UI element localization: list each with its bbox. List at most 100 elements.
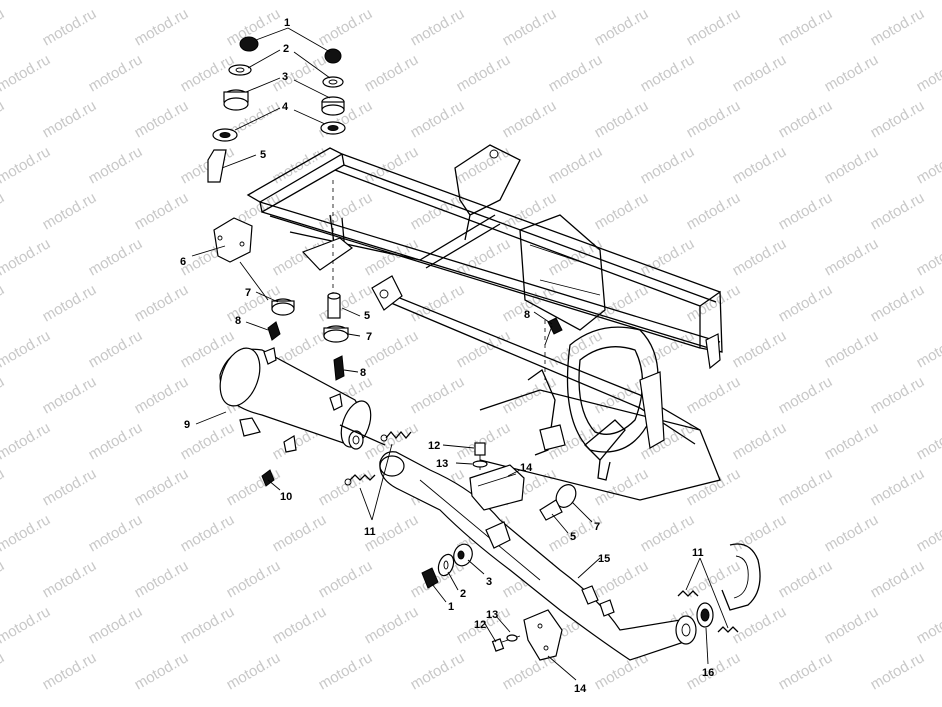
watermark-text: motod.ru xyxy=(638,143,698,187)
watermark-text: motod.ru xyxy=(914,143,942,187)
watermark-text: motod.ru xyxy=(914,419,942,463)
washer-13-lower xyxy=(506,634,518,642)
spacer-5-lower xyxy=(539,499,563,521)
callout-1: 1 xyxy=(284,17,290,29)
callout-8: 8 xyxy=(360,367,366,379)
watermark-text: motod.ru xyxy=(776,97,836,141)
watermark-text: motod.ru xyxy=(0,419,53,463)
spring-right-upper xyxy=(677,590,699,597)
watermark-text: motod.ru xyxy=(0,281,7,325)
watermark-text: motod.ru xyxy=(684,557,744,601)
watermark-text: motod.ru xyxy=(270,0,330,3)
callout-11: 11 xyxy=(364,526,376,538)
watermark-text: motod.ru xyxy=(132,649,192,693)
callout-labels: 1 2 3 4 5 6 7 8 5 7 8 8 9 10 11 12 13 14… xyxy=(180,17,714,695)
watermark-text: motod.ru xyxy=(40,465,100,509)
spring-right-lower xyxy=(717,626,739,633)
watermark-text: motod.ru xyxy=(86,143,146,187)
bracket-14-lower xyxy=(523,609,563,661)
leader-lines xyxy=(191,27,729,681)
watermark-text: motod.ru xyxy=(822,143,882,187)
watermark-text: motod.ru xyxy=(776,465,836,509)
watermark-text: motod.ru xyxy=(638,327,698,371)
muffler-bracket xyxy=(213,217,269,301)
watermark-text: motod.ru xyxy=(822,419,882,463)
watermark-text: motod.ru xyxy=(868,465,928,509)
watermark-text: motod.ru xyxy=(776,189,836,233)
watermark-text: motod.ru xyxy=(0,649,7,693)
watermark-text: motod.ru xyxy=(914,51,942,95)
watermark-text: motod.ru xyxy=(178,51,238,95)
watermark-text: motod.ru xyxy=(868,97,928,141)
watermark-text: motod.ru xyxy=(638,511,698,555)
grommet-7-lower xyxy=(555,484,577,508)
watermark-text: motod.ru xyxy=(730,143,790,187)
watermark-text: motod.ru xyxy=(316,189,376,233)
muffler xyxy=(219,347,386,487)
watermark-text: motod.ru xyxy=(362,51,422,95)
callout-13: 13 xyxy=(486,609,498,621)
upper-mount-stack-right xyxy=(320,48,346,135)
watermark-text: motod.ru xyxy=(86,327,146,371)
watermark-text: motod.ru xyxy=(454,0,514,3)
watermark-text: motod.ru xyxy=(822,511,882,555)
watermark-text: motod.ru xyxy=(224,557,284,601)
watermark-text: motod.ru xyxy=(914,235,942,279)
watermark-text: motod.ru xyxy=(822,51,882,95)
watermark-text: motod.ru xyxy=(822,603,882,647)
callout-16: 16 xyxy=(702,667,714,679)
watermark-text: motod.ru xyxy=(224,649,284,693)
head-pipe xyxy=(379,451,697,661)
watermark-text: motod.ru xyxy=(776,5,836,49)
callout-4: 4 xyxy=(282,101,289,113)
watermark-text: motod.ru xyxy=(0,373,7,417)
watermark-text: motod.ru xyxy=(178,511,238,555)
watermark-text: motod.ru xyxy=(546,143,606,187)
watermark-text: motod.ru xyxy=(132,5,192,49)
callout-3: 3 xyxy=(282,71,288,83)
callout-7: 7 xyxy=(594,521,600,533)
callout-7: 7 xyxy=(245,287,251,299)
watermark-text: motod.ru xyxy=(270,511,330,555)
watermark-text: motod.ru xyxy=(86,235,146,279)
washer-2-lower xyxy=(437,553,455,577)
watermark-text: motod.ru xyxy=(684,97,744,141)
watermark-text: motod.ru xyxy=(592,5,652,49)
watermark-text: motod.ru xyxy=(408,5,468,49)
watermark-text: motod.ru xyxy=(224,465,284,509)
watermark-text: motod.ru xyxy=(86,51,146,95)
watermark-text: motod.ru xyxy=(40,189,100,233)
watermark-text: motod.ru xyxy=(40,649,100,693)
watermark-text: motod.ru xyxy=(40,373,100,417)
watermark-text: motod.ru xyxy=(0,189,7,233)
watermark-text: motod.ru xyxy=(730,327,790,371)
callout-2: 2 xyxy=(283,43,289,55)
watermark-text: motod.ru xyxy=(730,0,790,3)
watermark-text: motod.ru xyxy=(868,5,928,49)
watermark-text: motod.ru xyxy=(868,281,928,325)
watermark-text: motod.ru xyxy=(132,97,192,141)
bolt-right xyxy=(544,317,563,346)
watermark-text: motod.ru xyxy=(40,557,100,601)
watermark-text: motod.ru xyxy=(638,51,698,95)
callout-8: 8 xyxy=(235,315,241,327)
callout-5: 5 xyxy=(260,149,266,161)
grommet-and-bolt-left xyxy=(267,298,295,341)
callout-8: 8 xyxy=(524,309,530,321)
watermark-text: motod.ru xyxy=(0,235,53,279)
watermark-text: motod.ru xyxy=(0,97,7,141)
watermark-text: motod.ru xyxy=(0,603,53,647)
watermark-text: motod.ru xyxy=(914,511,942,555)
spring-left-upper xyxy=(380,430,412,442)
frame xyxy=(246,144,723,501)
watermark-text: motod.ru xyxy=(316,5,376,49)
watermark-text: motod.ru xyxy=(730,419,790,463)
watermark-text: motod.ru xyxy=(868,557,928,601)
callout-7: 7 xyxy=(366,331,372,343)
watermark-text: motod.ru xyxy=(362,0,422,3)
watermark-text: motod.ru xyxy=(362,143,422,187)
watermark-text: motod.ru xyxy=(0,465,7,509)
washer-13-upper xyxy=(472,460,488,468)
